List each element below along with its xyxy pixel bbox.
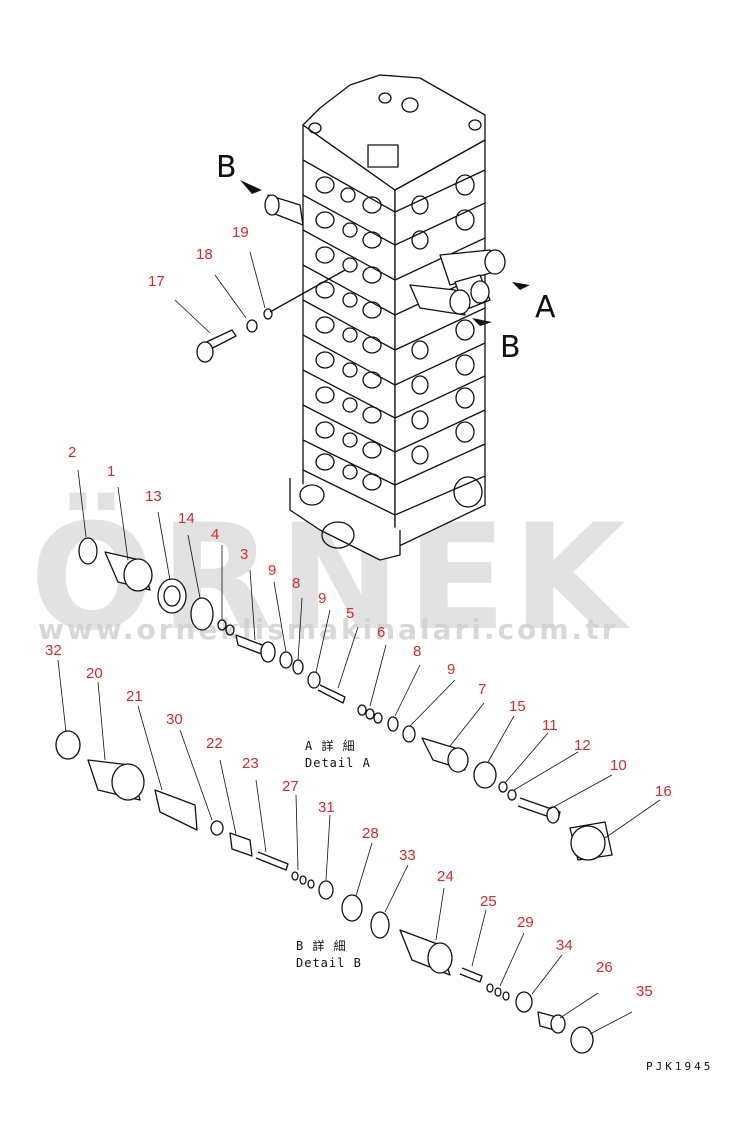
part-label: 18 [196,246,213,263]
direction-b-right: B [500,330,521,365]
part-label: 23 [242,755,259,772]
direction-arrows [240,180,530,336]
part-label: 17 [148,273,165,290]
drawing-code: PJK1945 [646,1060,714,1073]
part-label: 27 [282,778,299,795]
part-9a [279,651,293,669]
valve-body-top [302,74,486,191]
side-ports [411,174,483,508]
part-22 [229,832,253,857]
part-label: 14 [178,510,195,527]
part-30 [210,820,224,836]
part-label: 31 [318,799,335,816]
front-ports [315,176,382,491]
detail-a-jp: A 詳 細 [305,739,356,753]
direction-b-top: B [216,150,237,185]
part-label: 12 [574,737,591,754]
part-12 [507,789,517,801]
detail-a-caption: A 詳 細 Detail A [305,738,371,772]
part-label: 28 [362,825,379,842]
part-label: 20 [86,665,103,682]
mounting-foot [289,478,401,561]
part-label: 9 [318,590,327,607]
part-9c [402,725,416,743]
part-5 [317,684,346,704]
part-33 [370,911,390,939]
part-21 [154,789,198,831]
part-label: 34 [556,937,573,954]
part-4 [217,619,227,631]
part-label: 9 [447,661,456,678]
part-label: 25 [480,893,497,910]
part-25 [459,967,483,983]
part-label: 11 [542,717,558,734]
part-label: 2 [68,444,77,461]
part-34 [515,991,533,1013]
part-23 [255,851,289,871]
part-14 [190,597,214,631]
part-label: 32 [45,642,62,659]
part-9b [307,671,321,689]
part-label: 13 [145,488,162,505]
detail-b-jp: B 詳 細 [296,939,347,953]
part-label: 1 [107,463,116,480]
part-label: 22 [206,735,223,752]
part-31 [318,880,334,900]
part-label: 26 [596,959,613,976]
part-label: 33 [399,847,416,864]
part-label: 4 [211,526,220,543]
part-8b [387,716,399,732]
part-label: 15 [509,698,526,715]
part-label: 16 [655,783,672,800]
part-13 [157,578,187,614]
part-27 [291,871,299,881]
part-label: 24 [437,868,454,885]
part-11 [498,781,508,793]
part-label: 6 [377,624,386,641]
part-label: 8 [413,643,422,660]
part-35 [570,1026,594,1054]
part-label: 3 [240,546,249,563]
part-15 [473,761,497,789]
detail-b-en: Detail B [296,956,362,970]
part-8a [292,659,304,675]
part-6 [357,704,367,716]
detail-a-en: Detail A [305,756,371,770]
part-28 [341,894,363,922]
part-label: 7 [478,681,487,698]
part-32 [55,730,81,760]
part-label: 19 [232,224,249,241]
part-label: 29 [517,914,534,931]
part-label: 9 [268,562,277,579]
detail-b-caption: B 詳 細 Detail B [296,938,362,972]
part-label: 35 [636,983,653,1000]
part-label: 30 [166,711,183,728]
part-label: 21 [126,688,143,705]
part-label: 8 [292,575,301,592]
part-29 [486,983,494,993]
part-label: 5 [346,605,355,622]
direction-a: A [535,290,556,325]
leader-lines [57,251,661,1035]
part-2 [78,537,98,565]
part-label: 10 [610,757,627,774]
